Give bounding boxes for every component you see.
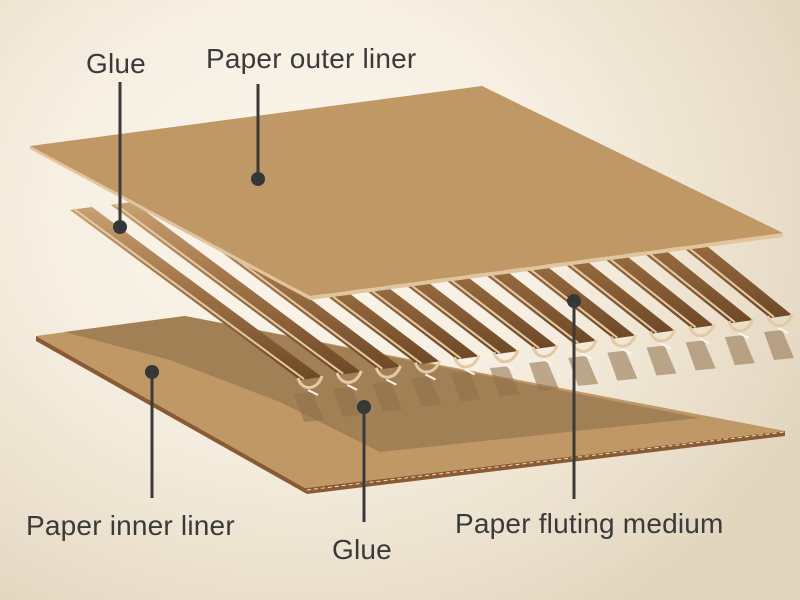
flute-crosssection — [727, 318, 755, 333]
flute-shadow — [411, 376, 442, 407]
flute-crosssection — [374, 365, 402, 379]
flute-crosssection — [531, 344, 559, 358]
leader-glue-top — [113, 82, 127, 234]
flute-shadow — [724, 335, 755, 366]
flute-shadow — [333, 386, 364, 417]
flute-shadow — [764, 330, 794, 360]
flute — [110, 201, 364, 417]
inner-liner-edge — [36, 336, 785, 494]
inner-liner-highlight — [306, 431, 786, 491]
glue-line — [307, 389, 319, 396]
glue-line — [738, 332, 750, 340]
flute — [70, 207, 324, 422]
glue-line — [464, 368, 476, 376]
flute-shadow — [646, 345, 677, 376]
flute-shadow — [294, 392, 324, 422]
glue-line — [503, 363, 515, 371]
label-glue-bottom: Glue — [332, 534, 392, 565]
leader-inner-liner — [145, 365, 159, 498]
flute-crosssection — [766, 313, 794, 327]
flute-crosssection — [649, 328, 676, 343]
flute-crosssection — [453, 354, 481, 369]
glue-line — [777, 327, 789, 334]
flute-crosssection — [609, 334, 637, 348]
flute-crosssection — [688, 323, 716, 338]
outer-liner-edge — [30, 146, 783, 300]
leader-glue-bottom — [357, 400, 371, 522]
flute-body — [110, 201, 362, 375]
leader-fluting — [567, 294, 581, 499]
flute-shadow — [685, 340, 716, 371]
glue-line — [660, 342, 671, 350]
flute-crosssection — [335, 370, 363, 384]
label-glue-top: Glue — [86, 48, 146, 79]
glue-line — [542, 358, 554, 365]
flute-shadow — [529, 361, 559, 391]
flute-shadow — [607, 350, 638, 381]
outer-liner-face — [30, 86, 783, 296]
flute-shadow — [450, 371, 481, 402]
glue-line — [385, 378, 397, 386]
label-fluting-medium: Paper fluting medium — [455, 508, 724, 539]
marker-dot — [251, 172, 265, 186]
label-outer-liner: Paper outer liner — [206, 43, 417, 74]
glue-line — [425, 373, 436, 381]
marker-dot — [113, 220, 127, 234]
leader-outer-liner — [251, 84, 265, 186]
flute-highlight — [73, 208, 305, 380]
flute-shadow — [568, 355, 599, 386]
outer-liner-sheet — [30, 86, 783, 300]
flute-shadow — [489, 366, 520, 397]
glue-line — [346, 383, 358, 391]
flute-body — [70, 207, 322, 380]
flute-shadow — [372, 381, 403, 412]
flute-crosssection — [296, 375, 324, 389]
flute-crosssection — [414, 359, 441, 374]
label-inner-liner: Paper inner liner — [26, 510, 235, 541]
glue-line — [620, 347, 632, 355]
glue-line — [581, 352, 593, 360]
flute-highlight — [114, 203, 344, 375]
flute-crosssection — [492, 349, 520, 364]
glue-line — [699, 337, 711, 345]
